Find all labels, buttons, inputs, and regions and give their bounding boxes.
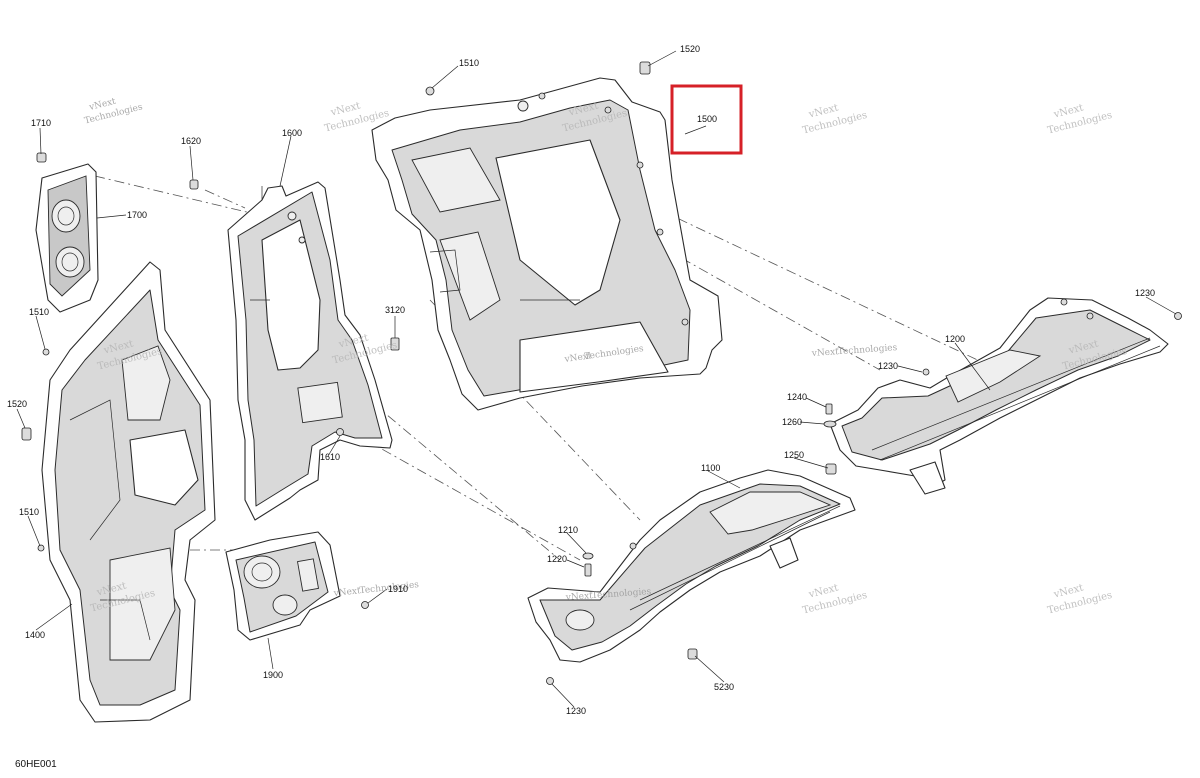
part-1600-panel bbox=[227, 181, 393, 521]
watermarks: vNext Technologies vNext Technologies vN… bbox=[83, 97, 1128, 617]
label-1210[interactable]: 1210 bbox=[558, 525, 578, 535]
label-1600[interactable]: 1600 bbox=[282, 128, 302, 138]
label-1700[interactable]: 1700 bbox=[127, 210, 147, 220]
svg-text:vNext: vNext bbox=[563, 351, 592, 365]
leader-lines bbox=[16, 50, 1177, 708]
label-1900[interactable]: 1900 bbox=[263, 670, 283, 680]
fastener-1910 bbox=[361, 601, 369, 609]
diagram-code: 60HE001 bbox=[15, 759, 57, 770]
label-1510-left[interactable]: 1510 bbox=[29, 307, 49, 317]
label-3120[interactable]: 3120 bbox=[385, 305, 405, 315]
washer-1260 bbox=[823, 420, 837, 428]
washer-1210 bbox=[582, 552, 594, 560]
label-1220[interactable]: 1220 bbox=[547, 554, 567, 564]
fastener-1710 bbox=[36, 152, 47, 163]
clip-5230 bbox=[687, 648, 698, 660]
label-1620[interactable]: 1620 bbox=[181, 136, 201, 146]
watermark: vNext Technologies bbox=[565, 587, 652, 603]
label-1230-mid[interactable]: 1230 bbox=[878, 361, 898, 371]
label-1100[interactable]: 1100 bbox=[701, 463, 720, 473]
watermark: vNext Technologies bbox=[801, 103, 868, 137]
part-labels[interactable]: 1510 1520 1500 1710 1620 1600 1700 1230 … bbox=[7, 44, 1155, 716]
part-1200-duct bbox=[829, 297, 1169, 495]
fastener-1230-bottom bbox=[546, 677, 554, 685]
label-5230[interactable]: 5230 bbox=[714, 682, 734, 692]
svg-text:Technologies: Technologies bbox=[591, 587, 651, 601]
fastener-1520-top bbox=[639, 61, 651, 75]
fasteners bbox=[21, 61, 1182, 685]
watermark: vNext Technologies bbox=[1046, 103, 1113, 137]
label-1250[interactable]: 1250 bbox=[784, 450, 804, 460]
label-1500[interactable]: 1500 bbox=[697, 114, 717, 124]
highlight-box-1500 bbox=[670, 84, 743, 155]
svg-text:vNext: vNext bbox=[332, 586, 361, 599]
label-1520-left[interactable]: 1520 bbox=[7, 399, 27, 409]
watermark: vNext Technologies bbox=[83, 97, 144, 127]
label-1200[interactable]: 1200 bbox=[945, 334, 965, 344]
fastener-1240 bbox=[825, 403, 833, 415]
label-1710[interactable]: 1710 bbox=[31, 118, 51, 128]
label-1510-top[interactable]: 1510 bbox=[459, 58, 479, 68]
svg-text:Technologies: Technologies bbox=[837, 343, 897, 357]
fastener-1620 bbox=[189, 179, 199, 190]
label-1510-bottom[interactable]: 1510 bbox=[19, 507, 39, 517]
label-1240[interactable]: 1240 bbox=[787, 392, 807, 402]
watermark: vNext Technologies bbox=[811, 343, 898, 359]
fastener-1230-right bbox=[1174, 312, 1182, 320]
part-1100-duct bbox=[527, 469, 856, 663]
part-1400-panel bbox=[41, 261, 216, 723]
part-1900-panel bbox=[225, 531, 341, 641]
label-1400[interactable]: 1400 bbox=[25, 630, 45, 640]
part-1500-panel bbox=[371, 77, 723, 411]
watermark: vNext Technologies bbox=[801, 583, 868, 617]
fastener-1510-bottom bbox=[37, 544, 45, 552]
label-1230-bottom[interactable]: 1230 bbox=[566, 706, 586, 716]
label-1520-top[interactable]: 1520 bbox=[680, 44, 700, 54]
part-1700-panel bbox=[35, 163, 99, 313]
watermark: vNext Technologies bbox=[1046, 583, 1113, 617]
fastener-1510-left bbox=[42, 348, 50, 356]
fastener-1610 bbox=[336, 428, 344, 436]
label-1260[interactable]: 1260 bbox=[782, 417, 802, 427]
label-1610[interactable]: 1610 bbox=[320, 452, 340, 462]
clip-1250 bbox=[825, 463, 837, 475]
label-1230-right[interactable]: 1230 bbox=[1135, 288, 1155, 298]
fastener-1230-mid bbox=[922, 368, 930, 376]
fastener-1220 bbox=[584, 563, 592, 577]
fastener-1520-left bbox=[21, 427, 32, 441]
svg-text:vNext: vNext bbox=[565, 591, 594, 603]
fastener-1510-top bbox=[425, 86, 435, 96]
svg-text:vNext: vNext bbox=[811, 347, 840, 359]
label-1910[interactable]: 1910 bbox=[388, 584, 408, 594]
